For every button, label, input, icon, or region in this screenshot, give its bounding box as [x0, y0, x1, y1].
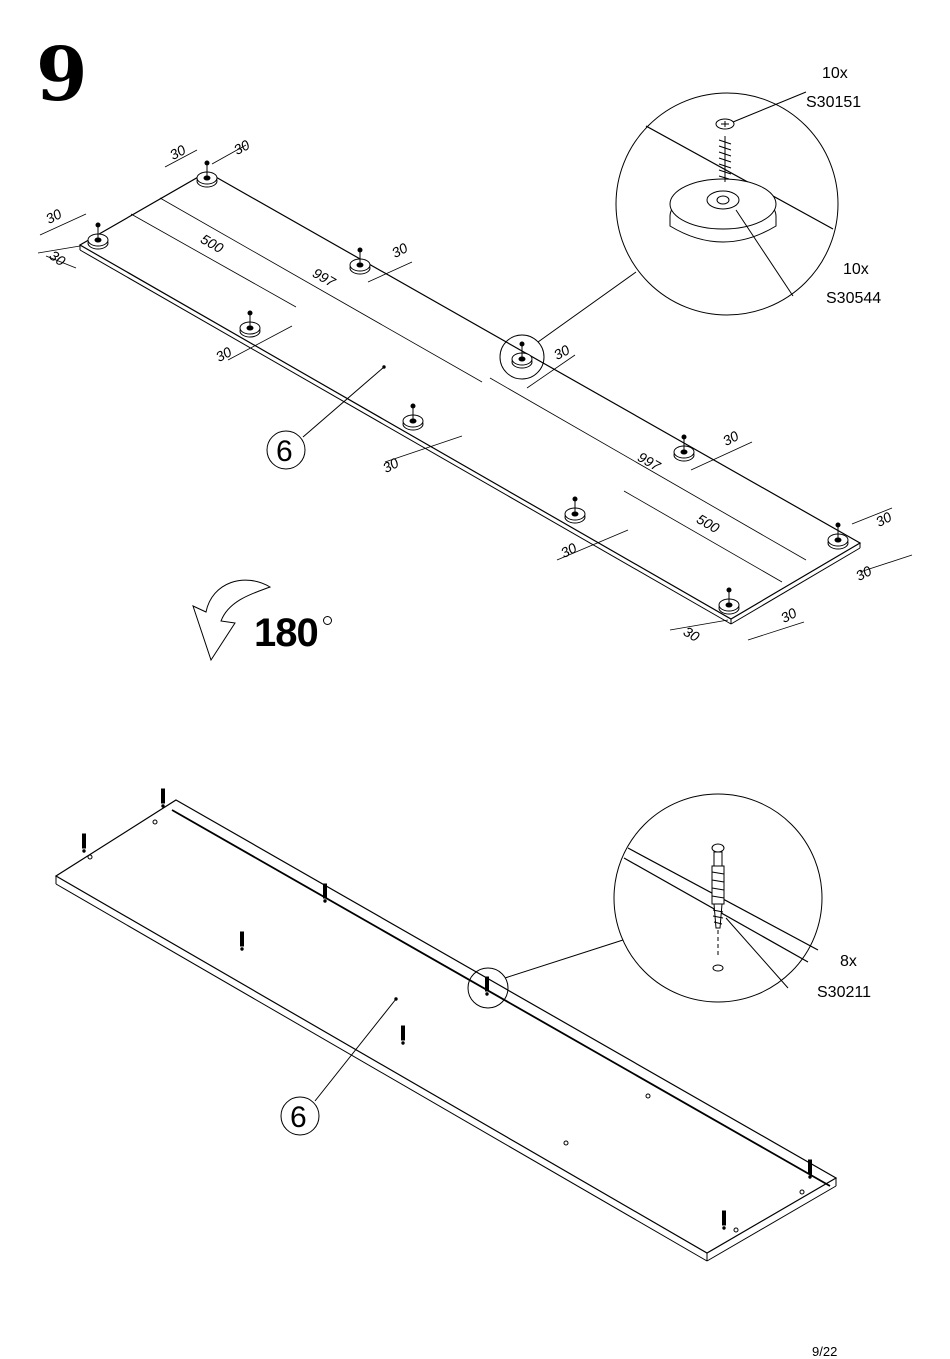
glide — [349, 247, 371, 275]
part-number-label: 6 — [290, 1101, 307, 1134]
dowel — [323, 883, 327, 903]
glide — [87, 222, 109, 250]
dowel — [82, 833, 86, 853]
hole-markers — [87, 819, 805, 1233]
glide — [511, 341, 533, 369]
degree-symbol — [323, 616, 332, 625]
dowel — [161, 788, 165, 808]
screw-code: S30151 — [806, 94, 861, 111]
dim-30: 30 — [389, 239, 410, 261]
detail-callout-circle — [467, 967, 509, 1009]
dowel-quantity: 8x — [840, 953, 857, 970]
dowel — [808, 1159, 812, 1179]
dowel — [401, 1025, 405, 1045]
dim-30: 30 — [873, 508, 894, 530]
dowel-markers — [82, 788, 812, 1230]
screw-quantity: 10x — [822, 65, 848, 82]
dim-30: 30 — [46, 247, 68, 269]
top-panel — [78, 171, 862, 625]
dim-30: 30 — [551, 341, 572, 363]
glide-quantity: 10x — [843, 261, 869, 278]
page-number: 9/22 — [812, 1344, 838, 1359]
glide — [827, 522, 849, 550]
bottom-panel — [54, 799, 838, 1262]
glide — [718, 587, 740, 615]
part-number-label: 6 — [276, 435, 293, 468]
dim-30: 30 — [380, 454, 401, 476]
rotation-angle: 180 — [254, 611, 319, 655]
glide — [239, 310, 261, 338]
glide — [673, 434, 695, 462]
dim-30: 30 — [778, 604, 799, 626]
rotate-arrow-icon — [192, 579, 272, 662]
detail-magnifier-top — [615, 91, 839, 316]
dim-30: 30 — [558, 539, 579, 561]
dim-30: 30 — [213, 343, 234, 365]
glide-code: S30544 — [826, 290, 881, 307]
glide-markers — [87, 160, 849, 615]
dowel — [722, 1210, 726, 1230]
glide — [196, 160, 218, 188]
glide — [402, 403, 424, 431]
glide — [564, 496, 586, 524]
detail-magnifier-bottom — [613, 793, 823, 1003]
dim-30: 30 — [720, 427, 741, 449]
dim-30: 30 — [681, 623, 703, 645]
detail-callout-circle — [499, 334, 545, 380]
step-number: 9 — [36, 32, 88, 118]
dowel-code: S30211 — [817, 984, 871, 1001]
dowel — [240, 931, 244, 951]
part-callout-circle — [280, 1096, 320, 1136]
dimension-lines — [37, 144, 913, 641]
dim-30: 30 — [853, 562, 874, 584]
dowel — [485, 976, 489, 996]
dim-30: 30 — [167, 141, 188, 163]
part-callout-circle — [266, 430, 306, 470]
dim-30: 30 — [43, 205, 64, 227]
dim-30: 30 — [231, 136, 252, 158]
